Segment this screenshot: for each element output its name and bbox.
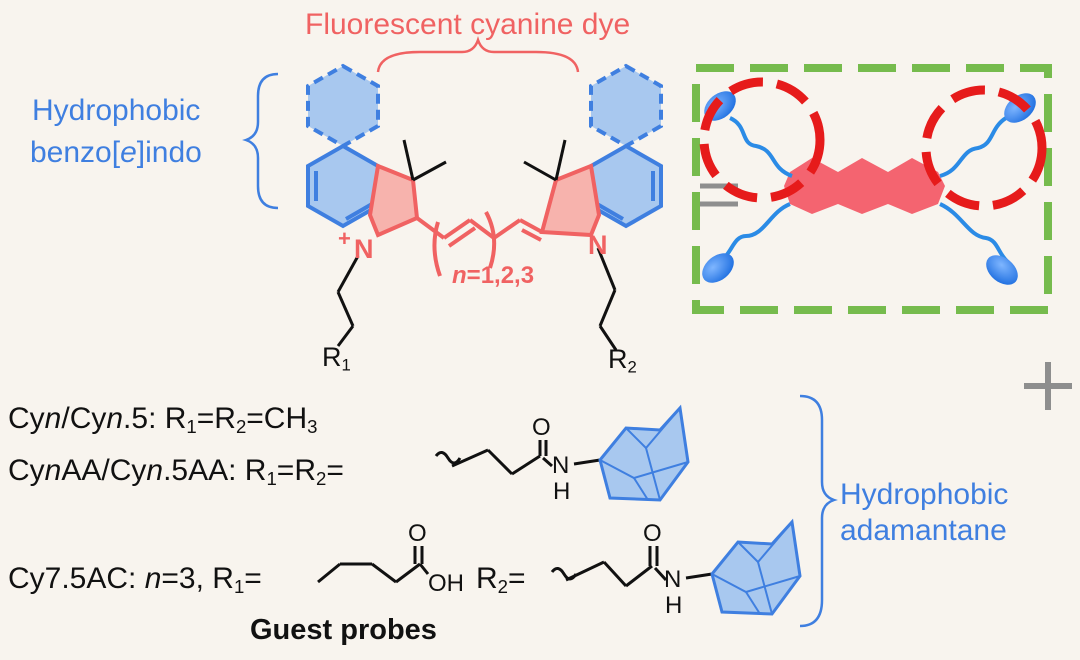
dye-title: Fluorescent cyanine dye — [305, 8, 631, 41]
highlight-circle-right — [921, 85, 1047, 211]
schematic-dashed-box — [692, 64, 1052, 314]
hydroxyl-acid: OH — [428, 570, 464, 597]
right-indole — [523, 63, 663, 351]
row3-acid — [317, 546, 430, 584]
nh-h-row3: H — [665, 592, 683, 619]
adamantane-label-line2: adamantane — [840, 514, 1007, 547]
oxygen-row3: O — [643, 520, 662, 547]
nitrogen-left: N — [354, 234, 374, 264]
adamantane-row3 — [710, 518, 802, 616]
schematic-dye-body — [784, 158, 945, 214]
row-cy75ac-r2: R2= — [476, 562, 526, 598]
row-cyn: Cyn/Cyn.5: R1=R2=CH3 — [8, 402, 318, 438]
row3-linker — [550, 546, 713, 588]
guest-probes-caption: Guest probes — [250, 614, 437, 646]
row-cynaa: CynAA/Cyn.5AA: R1=R2= — [8, 454, 344, 490]
nh-h-row2: H — [553, 478, 571, 505]
adamantane-label-line1: Hydrophobic — [840, 478, 1009, 511]
row-cy75ac: Cy7.5AC: n=3, R1= — [8, 562, 262, 598]
n-plus-charge: + — [338, 226, 351, 251]
row2-linker — [434, 440, 601, 476]
hydrophobic-head-bottom-left — [702, 253, 734, 283]
polymethine-bridge — [415, 211, 543, 277]
adamantane-brace — [799, 394, 838, 628]
hydrophobic-head-bottom-right — [986, 255, 1018, 285]
nh-n-row2: N — [552, 452, 570, 479]
n-value-label: n=1,2,3 — [452, 262, 535, 289]
oxygen-acid: O — [408, 520, 427, 547]
nh-n-row3: N — [664, 566, 682, 593]
benzo-label-line1: Hydrophobic — [32, 94, 201, 127]
left-indole — [306, 63, 447, 347]
benzo-brace — [242, 72, 279, 210]
cyanine-brace — [376, 36, 580, 73]
plus-sign — [1024, 362, 1072, 410]
oxygen-row2: O — [532, 414, 551, 441]
schematic-tails — [720, 116, 1010, 264]
benzo-label-line2: benzo[e]indo — [30, 136, 202, 169]
adamantane-row2 — [598, 404, 690, 502]
nitrogen-right: N — [588, 230, 608, 260]
r2-label: R2 — [608, 344, 637, 377]
r1-label: R1 — [322, 342, 351, 375]
highlight-circle-left — [699, 77, 825, 203]
